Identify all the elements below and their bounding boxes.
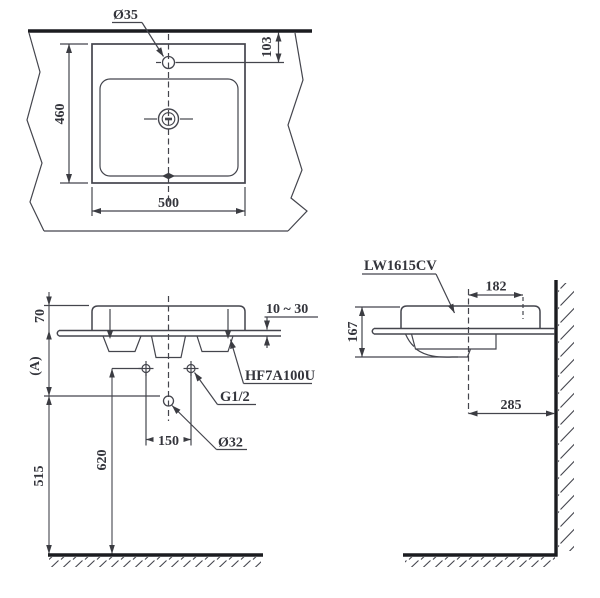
dim-150 [145, 373, 192, 447]
dim-167 [355, 306, 458, 358]
dim-counter-thickness-label: 10 ~ 30 [266, 302, 308, 317]
dim-a-label: (A) [28, 356, 43, 376]
plan-view-labels: Ø35 103 460 500 [53, 8, 275, 211]
dim-counter-thickness [264, 316, 318, 348]
side-elevation-labels: LW1615CV 182 167 285 [346, 258, 522, 413]
supply-thread-leader [194, 372, 256, 406]
mounting-bolt-left [106, 309, 114, 339]
dim-167-label: 167 [346, 322, 361, 343]
front-elevation-view [44, 292, 318, 567]
break-line-left [26, 32, 45, 232]
drain-pipe-front [162, 395, 175, 407]
model-label: LW1615CV [364, 258, 437, 274]
faucet-model-label: HF7A100U [245, 368, 316, 384]
mounting-bolt-right [224, 309, 232, 339]
dim-500 [91, 187, 246, 216]
faucet-hole-diameter-label: Ø35 [113, 8, 138, 23]
front-elevation-labels: 70 (A) 515 620 150 10 ~ 30 HF7A100U G1/2… [28, 302, 316, 487]
drain-diameter-leader [171, 405, 247, 451]
dim-182-label: 182 [486, 280, 507, 295]
basin-profile-side [400, 305, 541, 329]
supply-thread-label: G1/2 [220, 389, 250, 405]
basin-underside-side [404, 333, 497, 358]
dim-460 [60, 43, 88, 184]
dim-103-label: 103 [260, 37, 275, 58]
dim-150-label: 150 [158, 434, 179, 449]
plan-view [26, 21, 312, 232]
drain-diameter-label: Ø32 [218, 436, 243, 451]
dim-500-label: 500 [158, 196, 179, 211]
drain-symbol [144, 108, 193, 130]
counter-slab-side [371, 327, 555, 335]
break-line-right [287, 32, 308, 232]
dim-103 [175, 32, 284, 64]
counter-slab [56, 329, 281, 337]
overflow-mark [162, 172, 175, 180]
dim-620-label: 620 [95, 450, 110, 471]
dim-chain-left [44, 292, 160, 554]
faucet-hole-leader [112, 21, 165, 57]
dim-285-label: 285 [501, 398, 522, 413]
dim-70-label: 70 [33, 309, 48, 323]
faucet-hole-symbol [156, 55, 176, 70]
model-leader [362, 273, 456, 314]
floor-hatching-front [49, 557, 261, 567]
dim-460-label: 460 [53, 104, 68, 125]
dim-620 [109, 367, 142, 554]
dim-515-label: 515 [32, 466, 47, 487]
faucet-model-leader [229, 339, 312, 385]
side-elevation-view [355, 273, 574, 567]
wall-hatching [558, 283, 574, 551]
floor-hatching-side [405, 557, 555, 567]
